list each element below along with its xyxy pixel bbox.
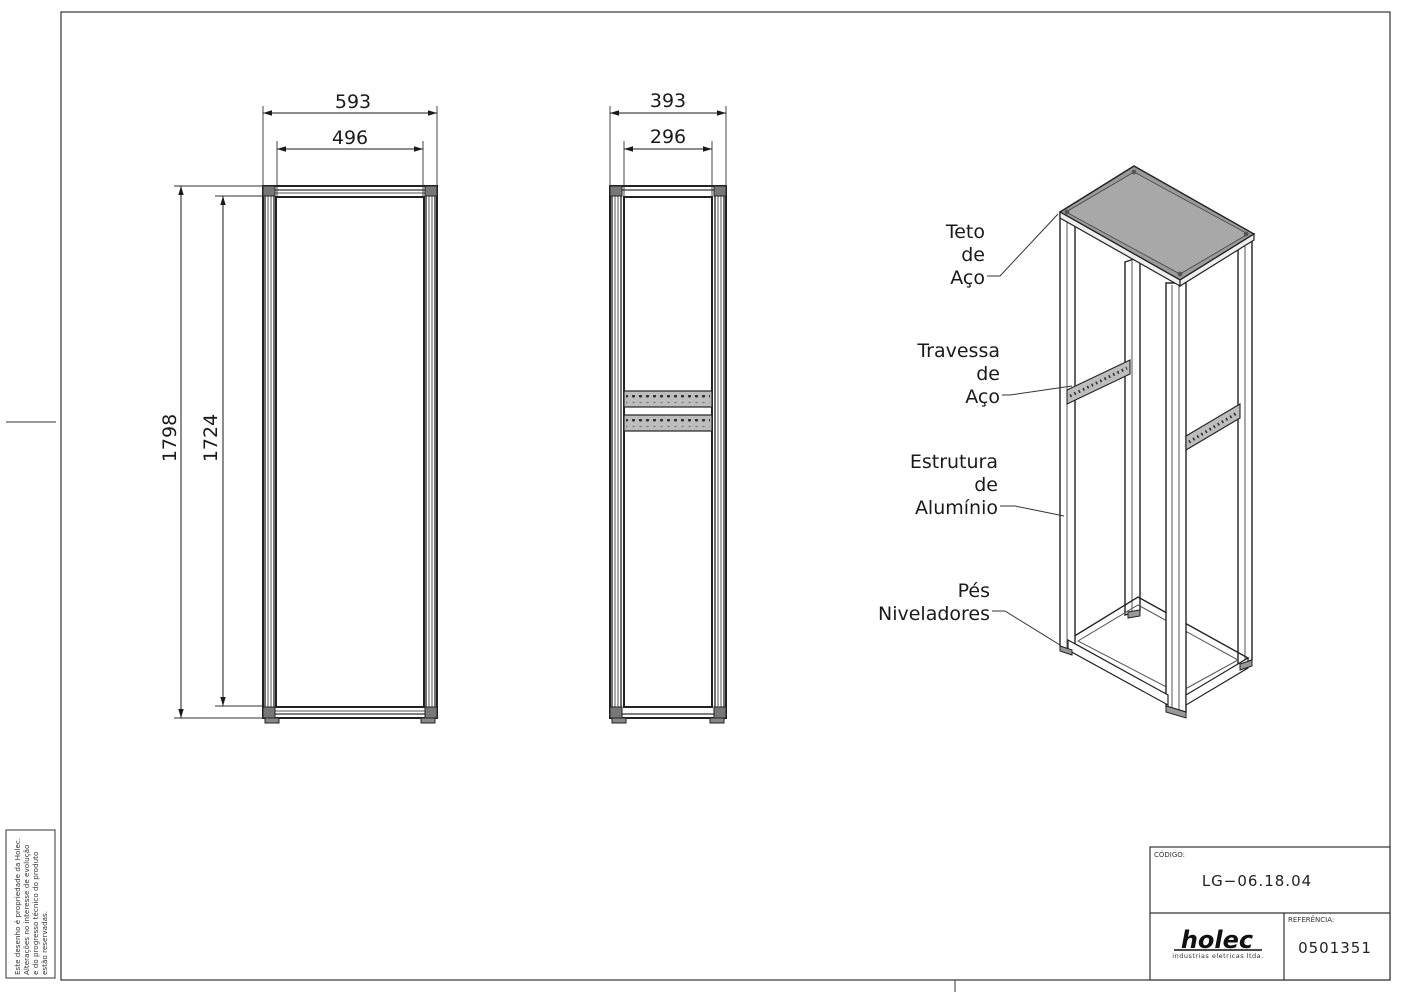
callout-crossbar-line-3: Aço — [965, 386, 1000, 408]
iso-crossbar-left — [1066, 359, 1131, 405]
side-note-line-3: e do progresso técnico do produto — [31, 852, 40, 975]
callout-structure-line-2: de — [974, 474, 998, 496]
callout-crossbar-line-1: Travessa — [916, 340, 1000, 362]
isometric-view — [1058, 165, 1256, 719]
side-dim-inner-width: 296 — [650, 126, 686, 148]
callout-feet-line-2: Niveladores — [878, 603, 990, 625]
front-view: 593 496 1798 1724 — [159, 91, 438, 724]
callout-crossbar: Travessa de Aço — [916, 340, 1073, 408]
callout-structure-line-1: Estrutura — [910, 451, 998, 473]
front-dim-outer-width: 593 — [335, 91, 371, 113]
front-dim-outer-height: 1798 — [159, 414, 181, 462]
sheet-border — [60, 11, 1391, 981]
callout-structure-line-3: Alumínio — [915, 497, 998, 519]
side-note-line-4: estão reservadas. — [40, 911, 49, 975]
callout-roof-line-3: Aço — [950, 267, 985, 289]
callout-feet: Pés Niveladores — [878, 580, 1061, 646]
callout-roof-line-2: de — [961, 244, 985, 266]
reference-label: REFERÊNCIA: — [1288, 915, 1334, 924]
front-dim-inner-width: 496 — [332, 127, 368, 149]
callout-feet-line-1: Pés — [958, 580, 990, 602]
code-label: CÓDIGO: — [1154, 850, 1185, 859]
side-note: Este desenho é propriedade da Holec. Alt… — [5, 829, 56, 979]
code-value: LG−06.18.04 — [1202, 872, 1312, 890]
callout-roof-line-1: Teto — [945, 221, 985, 243]
iso-crossbar-right — [1185, 403, 1241, 451]
callout-crossbar-line-2: de — [976, 363, 1000, 385]
title-block: CÓDIGO: LG−06.18.04 REFERÊNCIA: 0501351 … — [1149, 846, 1391, 981]
callout-structure: Estrutura de Alumínio — [910, 451, 1065, 519]
side-note-line-2: Alterações no interesse de evolução — [22, 845, 31, 975]
side-view: 393 296 — [609, 90, 727, 724]
side-note-line-1: Este desenho é propriedade da Holec. — [13, 838, 22, 975]
callout-roof: Teto de Aço — [945, 213, 1059, 289]
reference-value: 0501351 — [1298, 939, 1372, 957]
front-dim-inner-height: 1724 — [200, 414, 222, 462]
side-dim-outer-width: 393 — [650, 90, 686, 112]
holec-logo-subtitle: industrias eletricas ltda. — [1172, 952, 1263, 960]
